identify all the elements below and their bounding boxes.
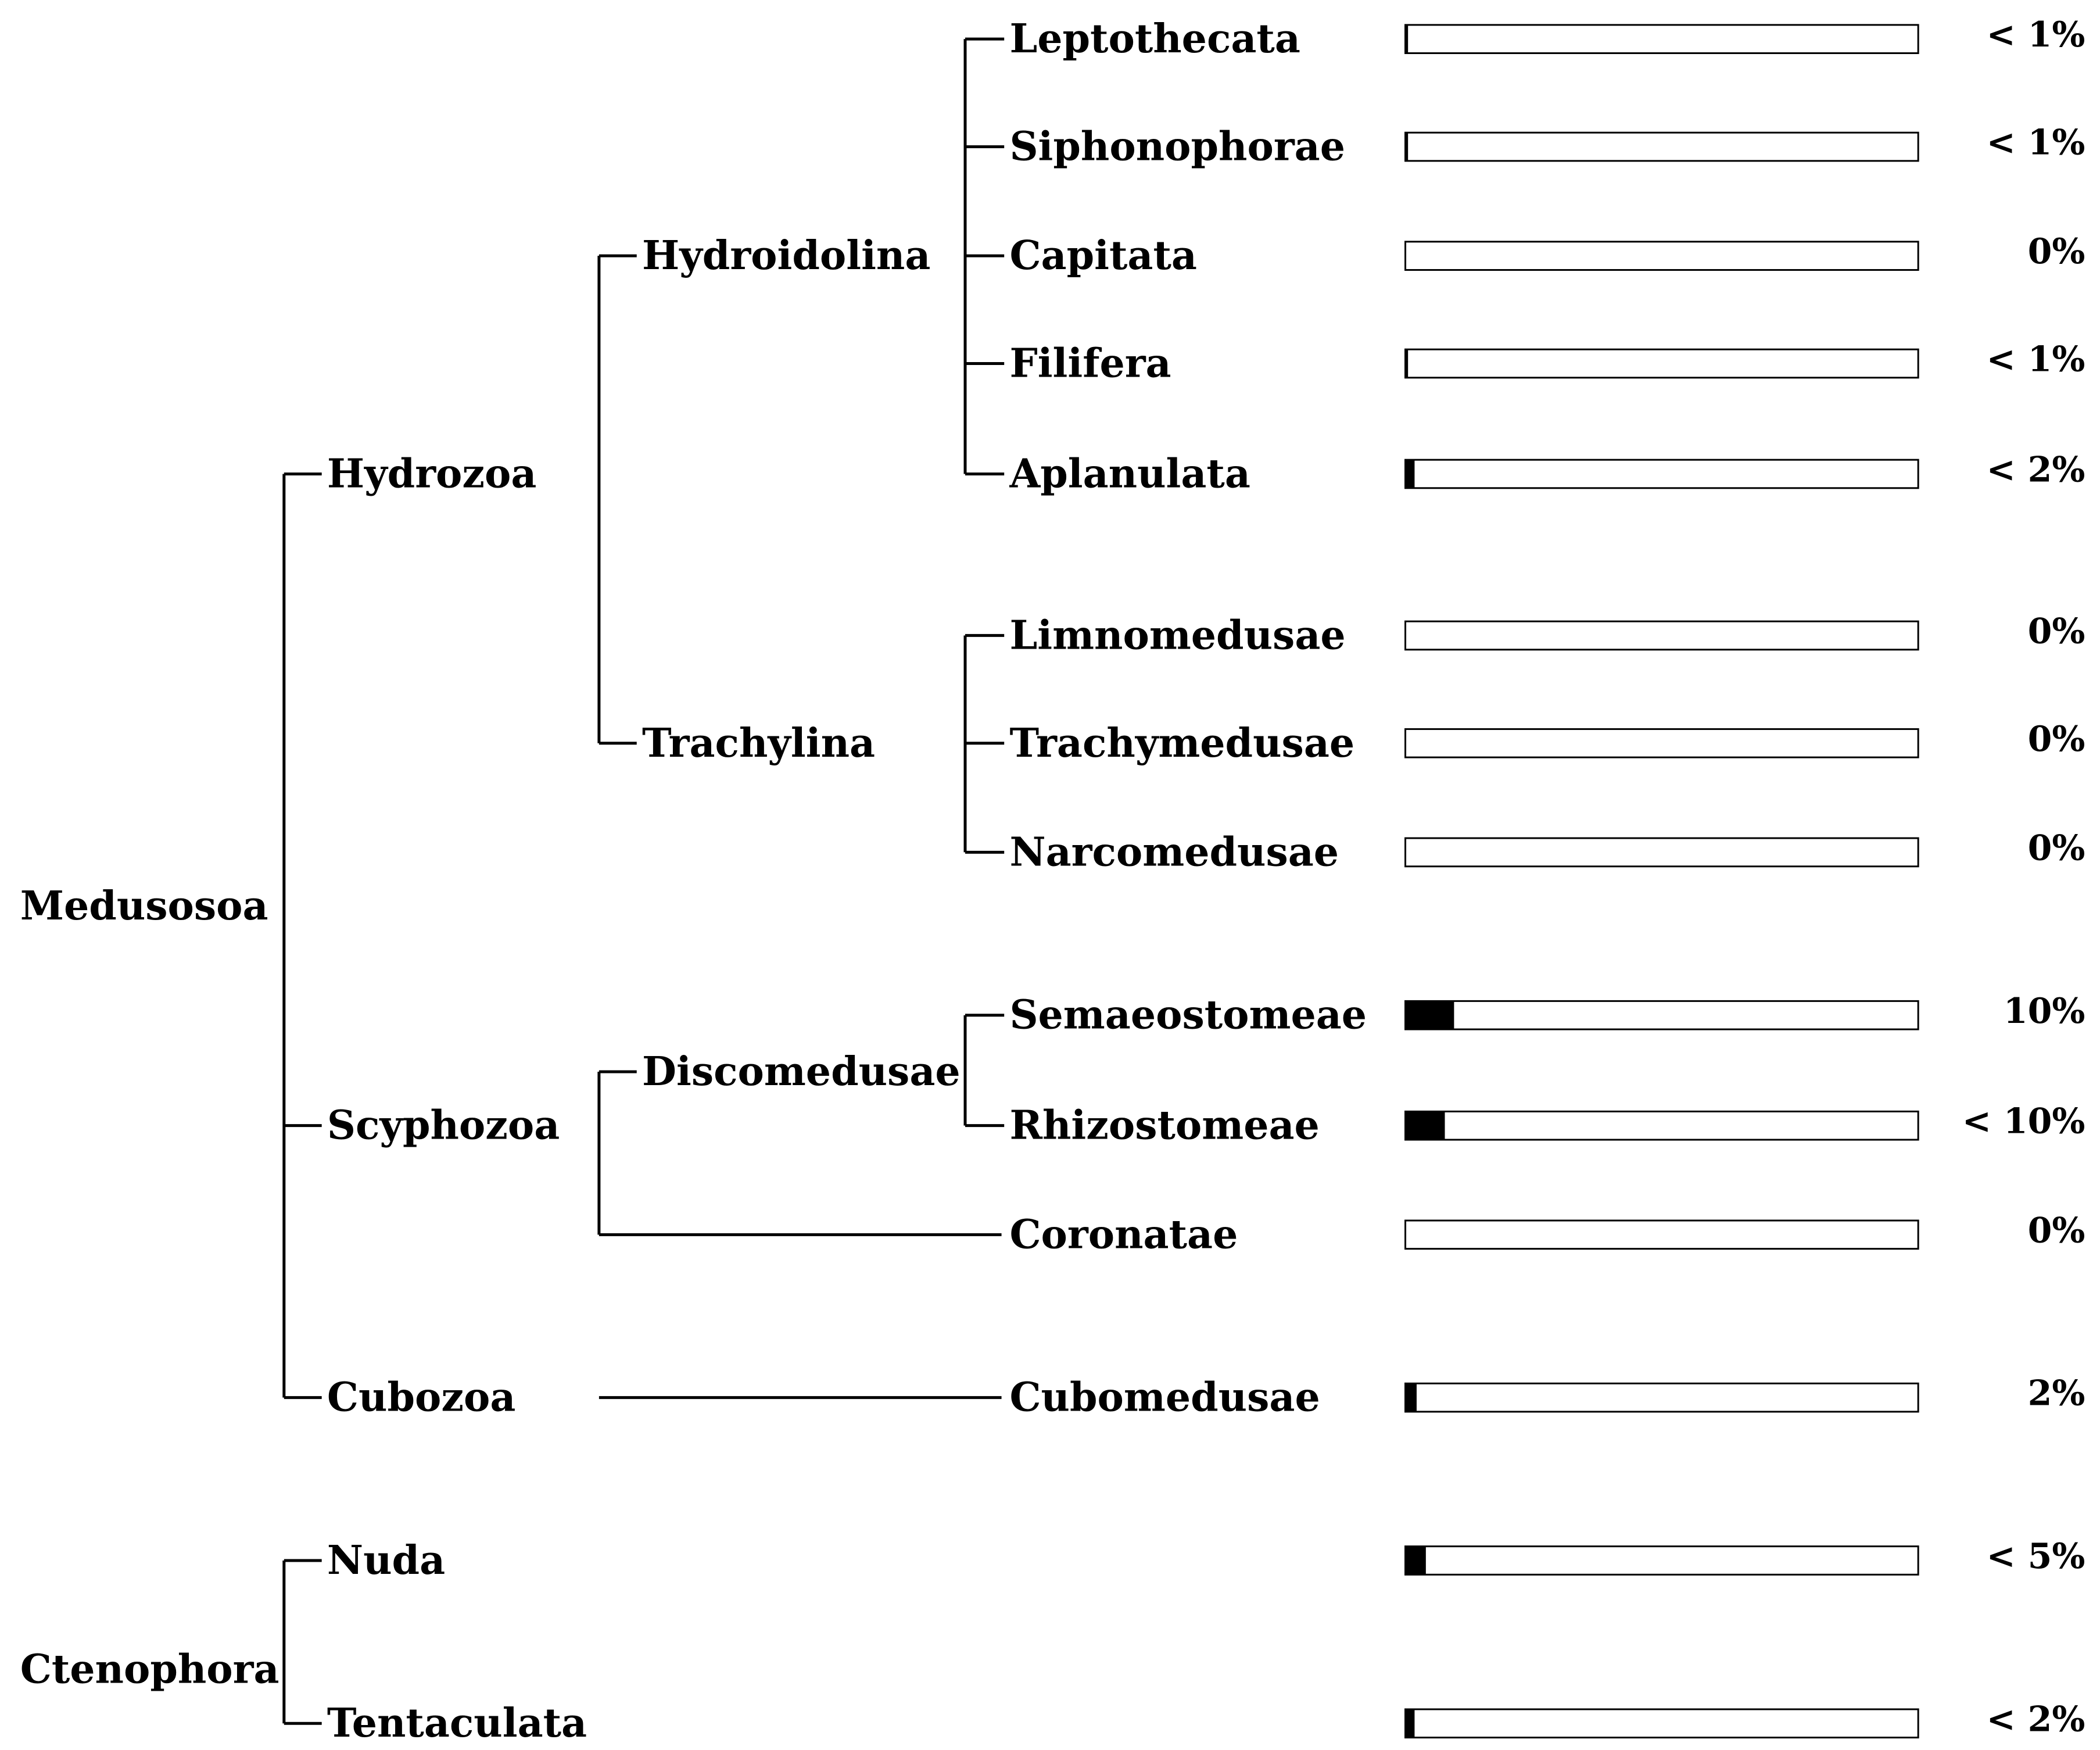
bar-frame-cubomedusae [1404,1382,1919,1413]
taxon-label-capitata: Capitata [1009,232,1197,279]
percent-label-filifera: < 1% [1986,339,2085,380]
taxon-label-siphonophorae: Siphonophorae [1009,124,1345,170]
taxon-label-rhizostomeae: Rhizostomeae [1009,1103,1319,1149]
percent-label-nuda: < 5% [1986,1536,2085,1577]
bar-frame-nuda [1404,1545,1919,1576]
percent-label-semaeostomeae: 10% [2004,991,2085,1032]
bar-fill-semaeostomeae [1405,1001,1454,1030]
taxon-label-semaeostomeae: Semaeostomeae [1009,992,1367,1039]
percentage-bars: < 1% < 1% 0% < 1% < 2% 0% 0% 0% 10% < 10% 0% 2% < 5%… [1404,15,2085,1740]
taxon-label-leptothecata: Leptothecata [1009,16,1300,62]
percent-label-narcomedusae: 0% [2028,828,2085,868]
tree-branches [282,37,1005,1725]
percent-label-coronatae: 0% [2028,1210,2085,1251]
bar-frame-limnomedusae [1404,620,1919,651]
bar-frame-coronatae [1404,1219,1919,1250]
percent-label-tentaculata: < 2% [1986,1699,2085,1740]
taxon-label-tentaculata: Tentaculata [327,1700,587,1747]
taxon-label-aplanulata: Aplanulata [1009,450,1250,497]
percent-label-rhizostomeae: < 10% [1962,1101,2085,1142]
percent-label-siphonophorae: < 1% [1986,123,2085,163]
percent-label-trachymedusae: 0% [2028,719,2085,760]
percent-label-limnomedusae: 0% [2028,611,2085,652]
percent-label-cubomedusae: 2% [2028,1373,2085,1414]
bar-frame-aplanulata [1404,459,1919,489]
bar-fill-filifera [1405,349,1409,378]
taxon-label-discomedusae: Discomedusae [642,1048,961,1095]
taxon-label-hydroidolina: Hydroidolina [642,232,930,279]
percent-label-capitata: 0% [2028,231,2085,272]
bar-frame-capitata [1404,241,1919,271]
bar-fill-leptothecata [1405,24,1409,53]
bar-frame-leptothecata [1404,24,1919,55]
bar-fill-tentaculata [1405,1709,1415,1738]
bar-fill-aplanulata [1405,460,1415,488]
taxon-label-trachylina: Trachylina [642,720,875,767]
bar-frame-filifera [1404,348,1919,379]
taxon-label-trachymedusae: Trachymedusae [1009,720,1354,767]
taxon-label-cubozoa: Cubozoa [327,1375,516,1421]
percent-label-leptothecata: < 1% [1986,15,2085,55]
bar-frame-tentaculata [1404,1708,1919,1739]
bar-frame-narcomedusae [1404,837,1919,868]
bar-frame-rhizostomeae [1404,1110,1919,1141]
taxon-label-medusosoa: Medusosoa [20,883,268,929]
taxon-label-cubomedusae: Cubomedusae [1009,1375,1320,1421]
taxon-label-coronatae: Coronatae [1009,1211,1238,1258]
taxon-label-filifera: Filifera [1009,340,1171,386]
taxon-label-scyphozoa: Scyphozoa [327,1103,560,1149]
taxon-label-narcomedusae: Narcomedusae [1009,829,1339,875]
bar-frame-trachymedusae [1404,728,1919,758]
bar-fill-rhizostomeae [1405,1111,1445,1140]
bar-frame-siphonophorae [1404,131,1919,162]
taxon-label-hydrozoa: Hydrozoa [327,450,537,497]
bar-fill-nuda [1405,1546,1426,1575]
bar-fill-cubomedusae [1405,1383,1417,1412]
bar-frame-semaeostomeae [1404,1000,1919,1030]
bar-fill-siphonophorae [1405,133,1409,161]
taxon-label-limnomedusae: Limnomedusae [1009,612,1345,659]
percent-label-aplanulata: < 2% [1986,449,2085,490]
taxon-label-nuda: Nuda [327,1537,445,1584]
taxon-label-ctenophora: Ctenophora [20,1647,279,1693]
